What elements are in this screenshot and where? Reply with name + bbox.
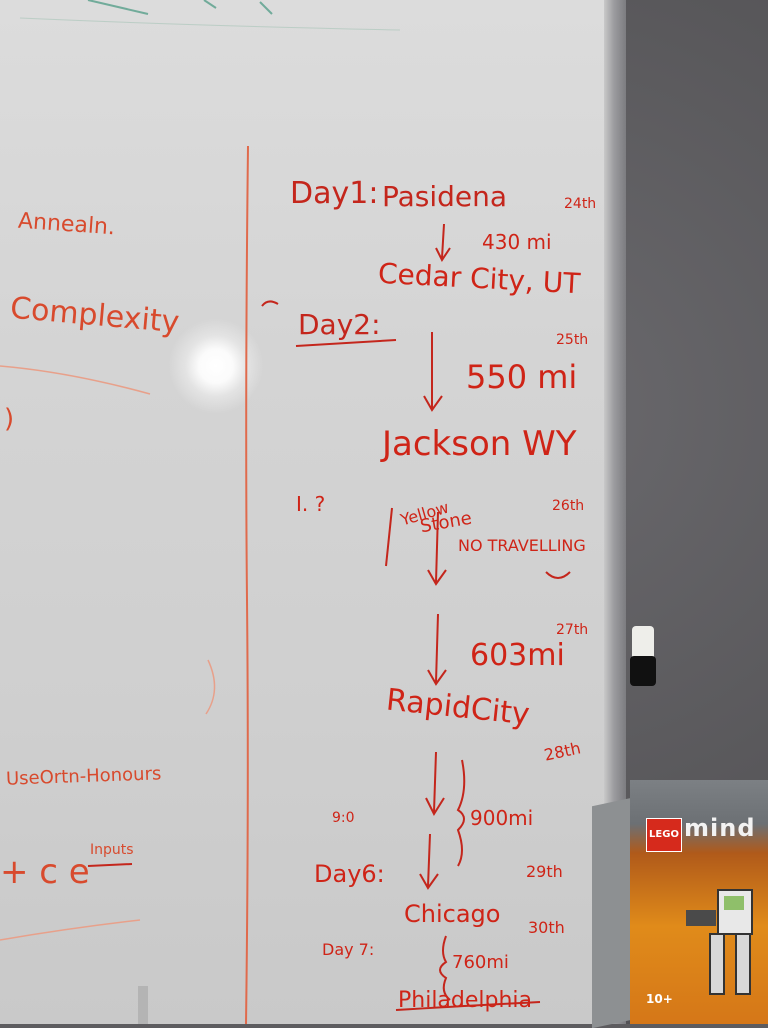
light-glare (168, 318, 264, 414)
divider-line (245, 145, 249, 1024)
day1-city: Pasidena (382, 180, 508, 213)
left-underline (0, 365, 151, 395)
box-age-label: 10+ (646, 992, 673, 1006)
no-travelling: NO TRAVELLING (458, 536, 586, 555)
stop4-chicago: Chicago (404, 900, 501, 928)
faint-marker-marks (87, 0, 273, 15)
margin-note: 9:0 (332, 810, 355, 826)
robot-icon (686, 889, 753, 995)
brace-900mi (456, 759, 466, 867)
leg3-miles: 603mi (470, 638, 565, 673)
day1-label: Day1: (290, 176, 379, 211)
lego-mindstorms-box: LEGO mind 10+ (592, 780, 768, 1028)
arrow-leg2 (423, 332, 443, 412)
smiley-mouth (545, 571, 571, 579)
marker-stub (138, 986, 148, 1024)
arrow-leg3b (427, 613, 447, 686)
arrow-leg4a (425, 751, 445, 817)
leg2-miles: 550 mi (466, 358, 578, 396)
day4-date: 27th (556, 622, 589, 638)
brace-760mi (439, 935, 451, 1001)
faint-marker-line (19, 17, 401, 31)
magnet-base (630, 656, 656, 686)
side-marks: I. ? (296, 492, 326, 516)
whiteboard-magnet (628, 626, 658, 688)
lego-logo: LEGO (646, 818, 682, 852)
whiteboard (0, 0, 612, 1024)
magnet-cap (632, 626, 654, 660)
arrow-leg1 (435, 223, 451, 262)
arrow-leg3a (427, 511, 447, 586)
day2-underline (295, 339, 397, 347)
day7-label: Day 7: (322, 940, 375, 959)
day2-date: 25th (556, 332, 589, 348)
left-bottom-line (0, 919, 141, 941)
note-paren: ) (4, 404, 15, 434)
box-side (592, 797, 632, 1028)
inputs-underline (87, 863, 133, 867)
day7-date: 30th (528, 918, 565, 937)
arrow-leg4b (419, 833, 439, 890)
tick-mark (261, 300, 279, 307)
day3-date: 26th (552, 498, 585, 514)
leg1-miles: 430 mi (482, 230, 552, 254)
note-formula: + c e (0, 852, 90, 892)
whiteboard-frame (604, 0, 626, 1024)
yellowstone-tick (385, 507, 393, 567)
left-curve (205, 659, 216, 715)
day1-date: 24th (564, 196, 597, 212)
stop5-philadelphia: Philadelphia (398, 988, 533, 1013)
note-formula-sup: Inputs (90, 842, 134, 858)
leg4-miles: 900mi (470, 806, 534, 830)
box-brand-text: mind (684, 814, 756, 842)
day6-label: Day6: (314, 860, 385, 888)
leg5-miles: 760mi (452, 952, 509, 973)
stop2-jackson: Jackson WY (382, 424, 577, 464)
philadelphia-underline (395, 1001, 541, 1011)
day2-label: Day2: (298, 308, 381, 341)
day6-date: 29th (526, 862, 563, 881)
